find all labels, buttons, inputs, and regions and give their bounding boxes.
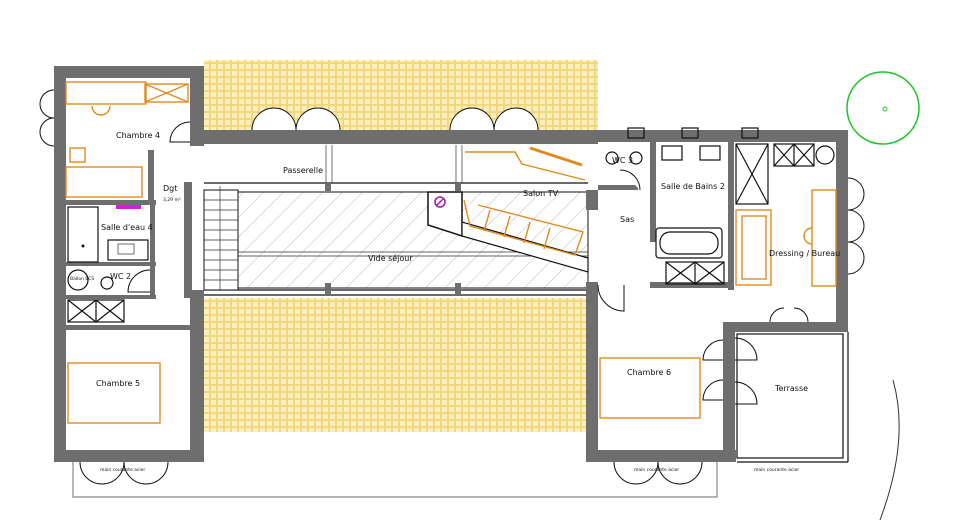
site-boundary <box>879 379 900 521</box>
window-chambre5[interactable] <box>79 461 169 485</box>
balcony-railing <box>72 462 718 498</box>
label-vide-sejour: Vide séjour <box>368 253 413 263</box>
right-wing-walls <box>586 130 848 462</box>
label-dgt: Dgt <box>163 184 177 193</box>
label-wc2: WC 2 <box>110 272 131 281</box>
chambre4-furniture <box>65 81 189 198</box>
door-wc3[interactable] <box>619 169 641 191</box>
label-salle-eau4: Salle d'eau 4 <box>101 223 153 232</box>
window-passerelle-2[interactable] <box>449 107 539 131</box>
bed-chambre5 <box>67 362 161 424</box>
window-passerelle-1[interactable] <box>251 107 341 131</box>
sofa <box>463 146 586 256</box>
label-railing-1: main courante acier <box>100 467 145 473</box>
window-dressing[interactable] <box>847 177 865 275</box>
magenta-marker <box>116 205 141 209</box>
label-terrasse: Terrasse <box>774 384 808 393</box>
door-dressing-terrasse[interactable] <box>769 307 809 323</box>
storage-sdb2 <box>665 143 835 285</box>
label-chambre5: Chambre 5 <box>96 379 140 388</box>
label-railing-3: main courante acier <box>754 467 799 473</box>
storage-left <box>67 299 125 323</box>
label-salon-tv: Salon TV <box>523 189 559 198</box>
left-wing-walls <box>54 66 204 462</box>
window-chambre6[interactable] <box>613 461 703 485</box>
door-wc2[interactable] <box>127 269 151 293</box>
label-dressing: Dressing / Bureau <box>769 249 840 258</box>
label-ballon: Ballon ECS <box>70 276 94 282</box>
label-railing-2: main courante acier <box>634 467 679 473</box>
staircase <box>203 186 239 291</box>
label-sas: Sas <box>620 215 634 224</box>
door-chambre6[interactable] <box>597 284 625 312</box>
label-passerelle: Passerelle <box>283 166 323 175</box>
vide-sejour-void <box>237 191 589 289</box>
window-chambre4[interactable] <box>39 89 55 147</box>
label-wc3: WC 3 <box>612 156 633 165</box>
label-chambre4: Chambre 4 <box>116 131 160 140</box>
label-chambre6: Chambre 6 <box>627 368 671 377</box>
tree-icon <box>846 71 920 145</box>
label-dgt-area: 3,29 m² <box>163 197 181 203</box>
label-sdb2: Salle de Bains 2 <box>661 182 725 191</box>
dressing-furniture <box>599 189 837 419</box>
door-chambre4[interactable] <box>169 121 191 143</box>
door-terrasse-2[interactable] <box>734 337 758 405</box>
door-terrasse[interactable] <box>702 339 724 401</box>
terrace-bottom <box>204 298 586 432</box>
